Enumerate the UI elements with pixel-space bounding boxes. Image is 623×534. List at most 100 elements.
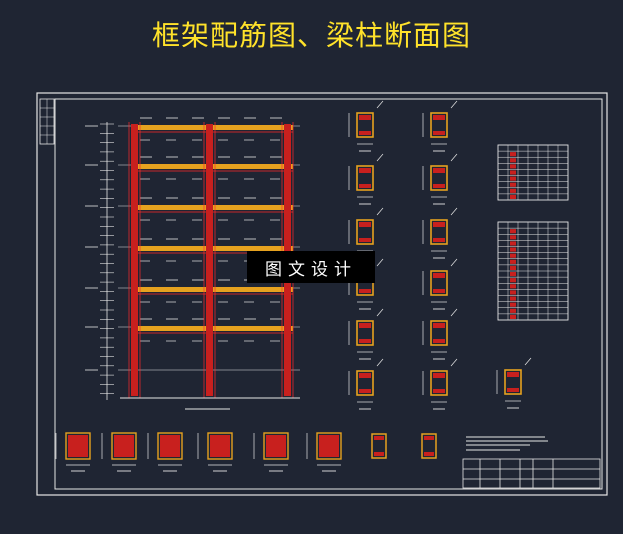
column-section bbox=[55, 432, 91, 472]
column-section-stirrup bbox=[157, 432, 183, 460]
section-outline bbox=[356, 112, 374, 138]
section-rebar bbox=[507, 372, 519, 377]
table-cell-highlight bbox=[510, 296, 516, 301]
table-cell-highlight bbox=[510, 229, 516, 234]
section-detail bbox=[348, 100, 384, 152]
section-detail bbox=[422, 100, 458, 152]
table-cell-highlight bbox=[510, 259, 516, 264]
section-rebar bbox=[433, 339, 445, 343]
column-section-body bbox=[266, 435, 286, 457]
beam-section-rebar bbox=[424, 436, 434, 440]
beam-section-rebar bbox=[374, 436, 384, 440]
section-rebar bbox=[359, 115, 371, 120]
elevation-dimensions bbox=[85, 122, 114, 400]
frame-column bbox=[206, 124, 213, 396]
table-cell-highlight bbox=[510, 182, 516, 187]
sheet-outer-border bbox=[36, 92, 608, 496]
section-rebar bbox=[433, 131, 445, 135]
column-section-body bbox=[114, 435, 134, 457]
table-cell-highlight bbox=[510, 164, 516, 169]
section-detail bbox=[422, 153, 458, 205]
section-rebar bbox=[359, 168, 371, 173]
table-cell-highlight bbox=[510, 247, 516, 252]
table-cell-highlight bbox=[510, 302, 516, 307]
column-section-body bbox=[68, 435, 88, 457]
section-leader bbox=[376, 308, 384, 317]
column-section-stirrup bbox=[65, 432, 91, 460]
column-section-stirrup bbox=[207, 432, 233, 460]
table-cell-highlight bbox=[510, 188, 516, 193]
section-rebar bbox=[359, 222, 371, 227]
section-rebar bbox=[507, 388, 519, 392]
beam-section-outline bbox=[371, 433, 387, 459]
column-section bbox=[147, 432, 183, 472]
table-cell-highlight bbox=[510, 265, 516, 270]
section-rebar bbox=[433, 373, 445, 378]
section-leader bbox=[376, 358, 384, 367]
section-leader bbox=[376, 258, 384, 267]
table-cell-highlight bbox=[510, 272, 516, 277]
section-outline bbox=[356, 370, 374, 396]
table-cell-highlight bbox=[510, 314, 516, 319]
section-detail bbox=[422, 308, 458, 360]
section-leader bbox=[450, 207, 458, 216]
column-section bbox=[101, 432, 137, 472]
section-rebar bbox=[359, 373, 371, 378]
section-rebar bbox=[433, 289, 445, 293]
section-rebar bbox=[433, 238, 445, 242]
section-rebar bbox=[359, 339, 371, 343]
column-section-stirrup bbox=[263, 432, 289, 460]
section-outline bbox=[430, 165, 448, 191]
table-cell-highlight bbox=[510, 290, 516, 295]
section-rebar bbox=[433, 222, 445, 227]
beam-section-small bbox=[371, 433, 387, 459]
column-section-body bbox=[210, 435, 230, 457]
section-rebar bbox=[433, 168, 445, 173]
section-rebar bbox=[359, 323, 371, 328]
table-cell-highlight bbox=[510, 176, 516, 181]
sheet-inner-border bbox=[54, 98, 603, 490]
section-detail bbox=[348, 153, 384, 205]
column-section-body bbox=[160, 435, 180, 457]
section-detail bbox=[348, 358, 384, 410]
section-outline bbox=[430, 270, 448, 296]
section-leader bbox=[524, 357, 532, 366]
table-cell-highlight bbox=[510, 278, 516, 283]
section-detail bbox=[496, 357, 532, 409]
notes bbox=[466, 436, 548, 451]
beam-section-small bbox=[421, 433, 437, 459]
table-cell-highlight bbox=[510, 241, 516, 246]
section-rebar bbox=[359, 184, 371, 188]
section-leader bbox=[376, 207, 384, 216]
section-rebar bbox=[359, 389, 371, 393]
column-sections bbox=[55, 432, 437, 472]
column-section bbox=[197, 432, 233, 472]
section-outline bbox=[504, 369, 522, 395]
section-detail bbox=[422, 358, 458, 410]
rebar-table bbox=[497, 144, 569, 201]
section-outline bbox=[356, 219, 374, 245]
title-block bbox=[462, 458, 601, 489]
rebar-tables bbox=[497, 144, 569, 321]
section-outline bbox=[430, 219, 448, 245]
table-cell-highlight bbox=[510, 284, 516, 289]
rebar-table bbox=[497, 221, 569, 321]
column-section bbox=[253, 432, 289, 472]
beam-section-outline bbox=[421, 433, 437, 459]
frame-column bbox=[131, 124, 138, 396]
section-rebar bbox=[433, 184, 445, 188]
section-rebar bbox=[359, 131, 371, 135]
section-leader bbox=[376, 153, 384, 162]
section-leader bbox=[450, 308, 458, 317]
section-outline bbox=[356, 320, 374, 346]
section-leader bbox=[450, 100, 458, 109]
beam-sections bbox=[348, 100, 532, 410]
section-rebar bbox=[433, 273, 445, 278]
table-cell-highlight bbox=[510, 194, 516, 199]
section-outline bbox=[430, 112, 448, 138]
section-rebar bbox=[359, 238, 371, 242]
section-leader bbox=[450, 153, 458, 162]
section-leader bbox=[376, 100, 384, 109]
table-cell-highlight bbox=[510, 152, 516, 157]
